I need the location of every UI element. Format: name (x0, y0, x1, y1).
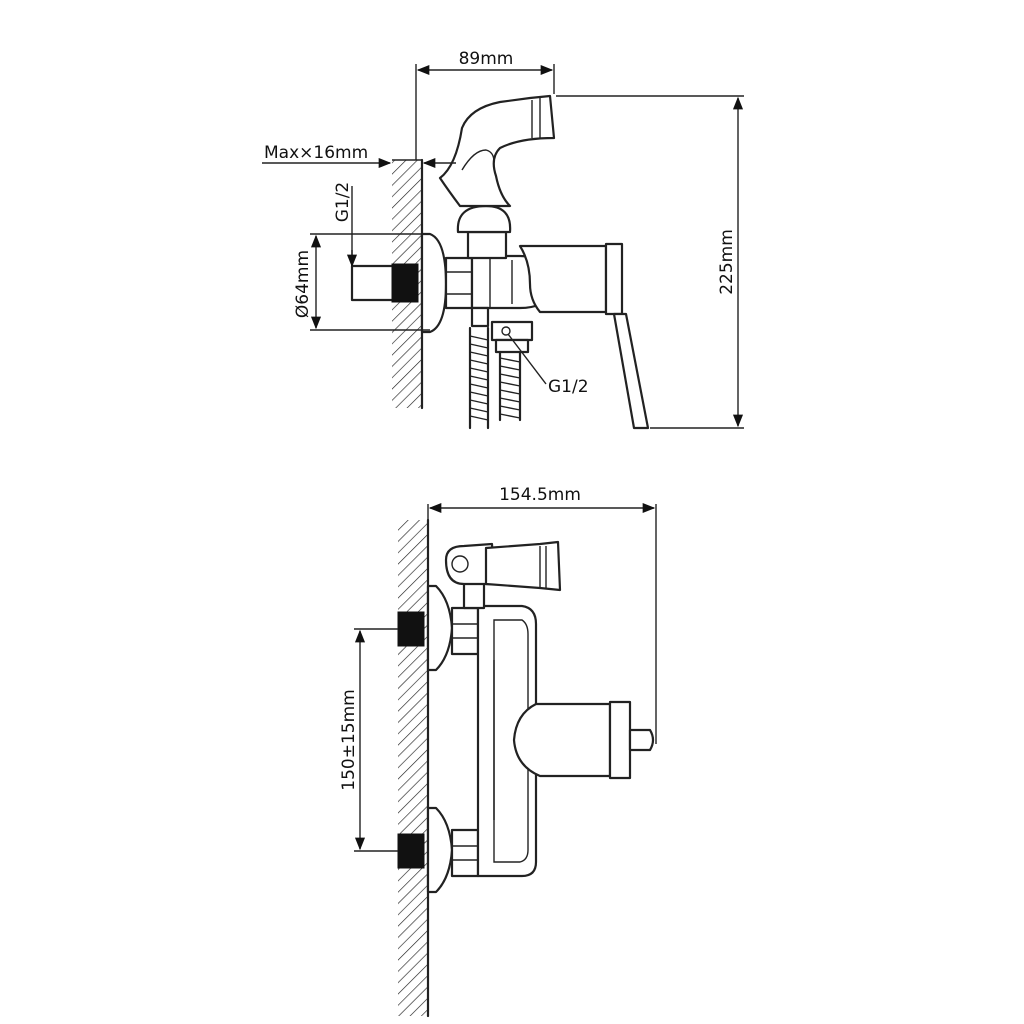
dim-89mm: 89mm (459, 49, 514, 69)
cartridge-outlet (512, 702, 612, 778)
flange-upper (426, 584, 454, 672)
dim-225mm: 225mm (717, 229, 737, 295)
side-view: 89mm 225mm Max×16mm G1/2 Ø64mm G1/2 (262, 49, 744, 430)
dim-g12-left: G1/2 (333, 182, 353, 223)
lever-bottom (628, 728, 655, 752)
cartridge-housing-top (518, 244, 608, 314)
dim-max-16mm: Max×16mm (264, 143, 368, 163)
flange-top (420, 232, 448, 334)
flange-lower (426, 806, 454, 894)
dim-d64mm: Ø64mm (293, 250, 313, 318)
handle-cap-bottom (608, 700, 632, 780)
sprayer-bottom (484, 540, 562, 592)
sprayer-top (438, 94, 556, 208)
top-view: 154.5mm 150±15mm (339, 485, 657, 1018)
wall-hatch-bottom (398, 520, 428, 1016)
handle-cap-top (604, 242, 624, 316)
hex-nut-top (444, 256, 474, 310)
hose-nut-top (490, 320, 534, 342)
dim-154-5mm: 154.5mm (499, 485, 581, 505)
nut-upper (450, 606, 480, 656)
lever-top (612, 312, 650, 430)
hose-left (468, 326, 490, 430)
dim-g12-hose: G1/2 (548, 377, 589, 397)
dim-150-15mm: 150±15mm (339, 689, 359, 790)
mixer-body (476, 604, 538, 878)
holder-ball-top (456, 204, 512, 234)
wall-pipe-top (350, 264, 396, 302)
hose-right (498, 350, 522, 422)
nut-lower (450, 828, 480, 878)
